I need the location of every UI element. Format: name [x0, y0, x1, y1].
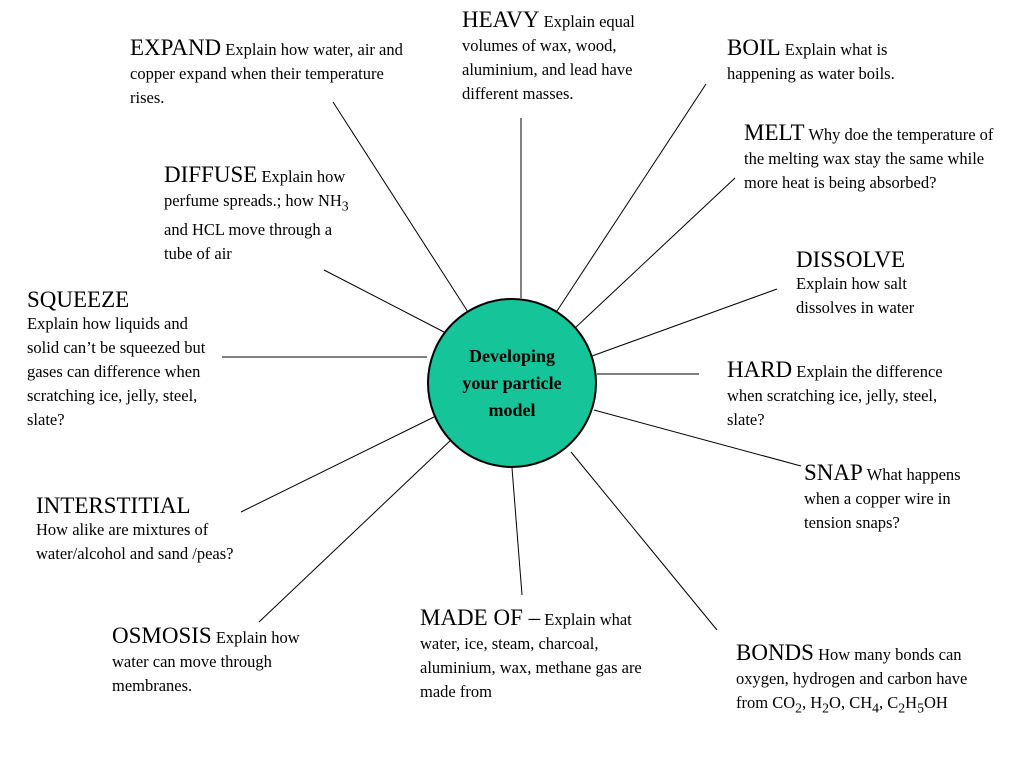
description: Explain the difference when scratching i…	[727, 362, 943, 429]
keyword: HARD	[727, 357, 793, 382]
keyword: SQUEEZE	[27, 287, 130, 312]
keyword: EXPAND	[130, 35, 222, 60]
keyword: INTERSTITIAL	[36, 493, 191, 518]
topic-bonds: BONDS How many bonds can oxygen, hydroge…	[736, 641, 976, 720]
topic-melt: MELT Why doe the temperature of the melt…	[744, 121, 1012, 195]
subscript: 3	[341, 198, 349, 214]
keyword: DIFFUSE	[164, 162, 258, 187]
keyword: DISSOLVE	[796, 247, 906, 272]
spoke-dissolve	[591, 288, 778, 357]
subscript: 2	[795, 700, 802, 716]
topic-squeeze: SQUEEZE Explain how liquids and solid ca…	[27, 288, 222, 432]
spoke-expand	[332, 101, 469, 313]
keyword: SNAP	[804, 460, 863, 485]
spoke-bonds	[570, 451, 718, 631]
description-part: O, CH	[829, 693, 873, 712]
spoke-interstitial	[240, 416, 435, 513]
spoke-melt	[574, 177, 736, 329]
topic-heavy: HEAVY Explain equal volumes of wax, wood…	[462, 8, 682, 106]
description: How alike are mixtures of water/alcohol …	[36, 520, 234, 563]
description-part: How many bonds can oxygen, hydrogen and …	[736, 645, 968, 712]
spoke-snap	[593, 409, 802, 467]
description: What happens when a copper wire in tensi…	[804, 465, 961, 532]
keyword: MADE OF –	[420, 605, 541, 630]
topic-snap: SNAP What happens when a copper wire in …	[804, 461, 994, 535]
subscript: 2	[822, 700, 830, 716]
topic-osmosis: OSMOSIS Explain how water can move throu…	[112, 624, 317, 698]
spoke-diffuse	[323, 269, 445, 333]
description-part: Explain how perfume spreads.; how NH	[164, 167, 346, 210]
description: Explain how salt dissolves in water	[796, 274, 915, 317]
description: Explain how liquids and solid can’t be s…	[27, 314, 206, 429]
topic-expand: EXPAND Explain how water, air and copper…	[130, 36, 415, 110]
description: Explain how water can move through membr…	[112, 628, 300, 695]
description-part: OH	[923, 693, 948, 712]
topic-made-of: MADE OF – Explain what water, ice, steam…	[420, 606, 650, 704]
topic-hard: HARD Explain the difference when scratch…	[727, 358, 952, 432]
description: Explain equal volumes of wax, wood, alum…	[462, 12, 635, 103]
subscript: 2	[898, 700, 906, 716]
description-part: H	[905, 693, 918, 712]
keyword: OSMOSIS	[112, 623, 212, 648]
center-node: Developing your particle model	[427, 298, 597, 468]
keyword: MELT	[744, 120, 805, 145]
topic-interstitial: INTERSTITIAL How alike are mixtures of w…	[36, 494, 251, 566]
keyword: HEAVY	[462, 7, 540, 32]
keyword: BOIL	[727, 35, 781, 60]
description-part: and HCL move through a tube of air	[164, 220, 333, 264]
description-part: , C	[879, 693, 899, 712]
spoke-osmosis	[258, 438, 453, 623]
subscript: 4	[872, 700, 880, 716]
subscript: 5	[917, 700, 924, 716]
description-part: , H	[802, 693, 823, 712]
spoke-boil	[554, 83, 707, 315]
topic-dissolve: DISSOLVE Explain how salt dissolves in w…	[796, 248, 966, 320]
description: Explain how water, air and copper expand…	[130, 40, 403, 107]
description: Explain what water, ice, steam, charcoal…	[420, 610, 642, 701]
keyword: BONDS	[736, 640, 814, 665]
description: Why doe the temperature of the melting w…	[744, 125, 994, 192]
topic-boil: BOIL Explain what is happening as water …	[727, 36, 942, 86]
description: Explain what is happening as water boils…	[727, 40, 895, 83]
center-label: Developing your particle model	[462, 345, 562, 420]
spoke-made-of	[511, 467, 523, 596]
topic-diffuse: DIFFUSE Explain how perfume spreads.; ho…	[164, 163, 356, 266]
